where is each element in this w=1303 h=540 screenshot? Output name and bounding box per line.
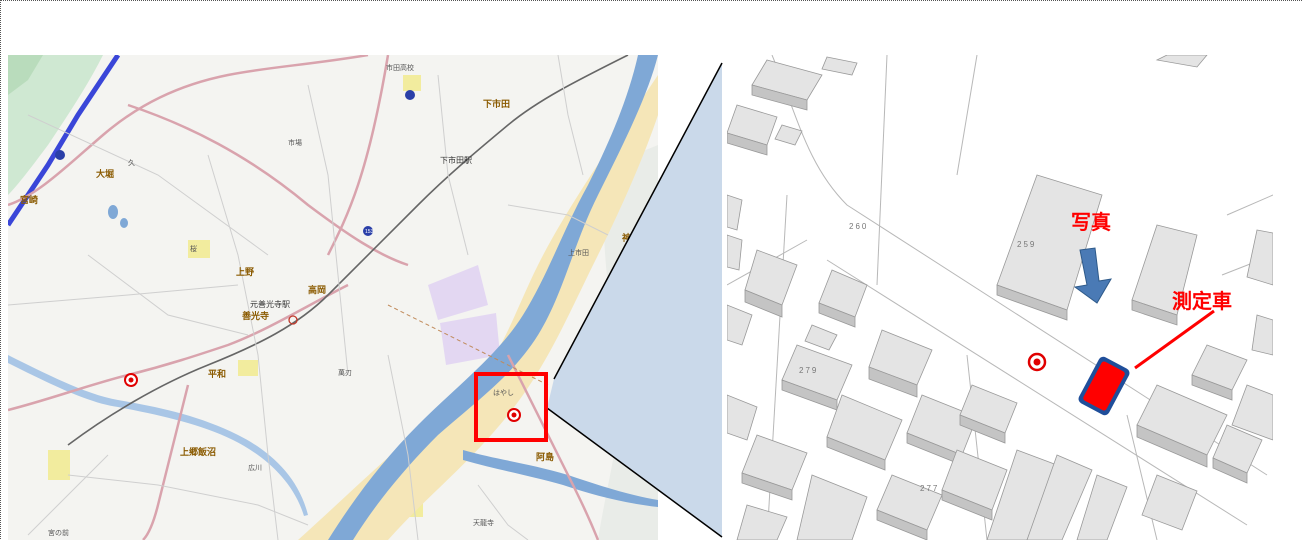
- route-number: 153: [365, 229, 374, 235]
- place-label: 宮の前: [48, 528, 69, 537]
- place-label: はやし: [493, 389, 514, 397]
- measurement-point-icon[interactable]: [1027, 352, 1047, 372]
- station-label: 下市田駅: [440, 155, 472, 165]
- place-label: 市場: [288, 138, 302, 147]
- place-label: 上郷飯沼: [180, 446, 216, 457]
- overview-map-canvas: 153 大堀 宮崎 上野 高岡 元善光寺駅 善光寺 平和 上郷飯沼 はやし 阿島…: [8, 55, 658, 540]
- place-label: 高岡: [308, 284, 326, 295]
- buildings: [727, 55, 1273, 540]
- temple-icon: [288, 315, 298, 325]
- block-number: 279: [799, 366, 818, 375]
- riverbank: [298, 75, 658, 540]
- overview-map[interactable]: 153 大堀 宮崎 上野 高岡 元善光寺駅 善光寺 平和 上郷飯沼 はやし 阿島…: [8, 55, 658, 540]
- place-label: 上野: [236, 266, 254, 277]
- place-label: 宮崎: [20, 194, 38, 205]
- route-shield-icon: [363, 226, 373, 236]
- station-label: 元善光寺駅: [250, 299, 290, 309]
- block-number: 277: [920, 484, 939, 493]
- place-label: 広川: [248, 463, 262, 472]
- place-label: 阿島: [536, 451, 554, 462]
- measurement-point-icon[interactable]: [507, 408, 521, 422]
- place-label: 久: [128, 158, 135, 167]
- measurement-vehicle-icon[interactable]: [1077, 355, 1131, 417]
- place-label: 平和: [208, 368, 226, 379]
- detail-map[interactable]: 260 259 279 277: [727, 55, 1273, 540]
- block-number: 260: [849, 222, 868, 231]
- vehicle-label: 測定車: [1172, 289, 1232, 313]
- detail-map-canvas: 260 259 279 277: [727, 55, 1273, 540]
- facility-label: 桜: [190, 244, 197, 253]
- place-label: 神原: [622, 232, 640, 243]
- place-label: 萬刃: [338, 368, 352, 377]
- route-shield-icon: [405, 90, 415, 100]
- railway: [67, 55, 629, 446]
- block-number: 259: [1017, 240, 1036, 249]
- measurement-point-icon[interactable]: [124, 373, 138, 387]
- place-label: 天龍寺: [473, 518, 494, 527]
- place-label: 上市田: [568, 248, 589, 257]
- vehicle-leader-line: [1134, 309, 1215, 370]
- place-label: 下市田: [483, 98, 510, 109]
- photo-direction-arrow-icon: [1073, 247, 1112, 304]
- place-label: 善光寺: [242, 310, 269, 321]
- photo-label: 写真: [1071, 210, 1111, 234]
- route-shield-icon: [55, 150, 65, 160]
- forest-area: [8, 55, 103, 195]
- place-label: 大堀: [96, 168, 114, 179]
- facility-label: 市田高校: [386, 63, 414, 72]
